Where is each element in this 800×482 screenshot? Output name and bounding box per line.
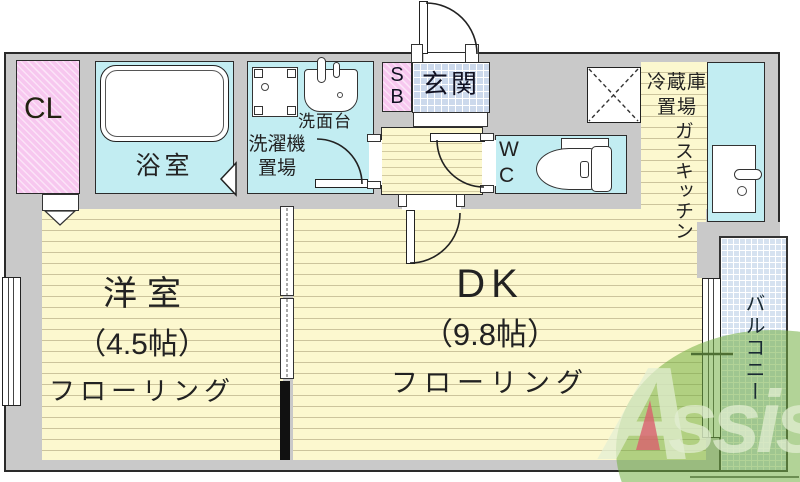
sliding-partition-panel-2 (280, 298, 294, 379)
shoebox-label: S B (390, 64, 404, 108)
kitchen-drain (737, 186, 747, 196)
shoebox (382, 62, 412, 112)
western-room-window (2, 277, 21, 406)
washbasin (304, 69, 358, 112)
washbasin-drain (337, 92, 343, 98)
washroom-doorway (369, 140, 382, 185)
sliding-partition-panel-1 (280, 206, 294, 296)
wc-door-leaf (430, 133, 485, 142)
refrigerator-space (587, 67, 641, 123)
balcony-label: バルコニー (742, 293, 764, 403)
closet-room (16, 60, 80, 194)
refrigerator-label: 冷蔵庫 置場 (646, 72, 707, 118)
dk-size: （9.8帖） (421, 317, 559, 352)
wc-label: W C (499, 138, 519, 188)
washbasin-tap (333, 62, 340, 78)
western-room (42, 209, 283, 460)
western-room-name: 洋室 (103, 275, 191, 313)
toilet-tank (591, 146, 612, 192)
bathtub (100, 65, 229, 142)
toilet-handle (580, 161, 589, 178)
dk-caption: DK （9.8帖） フローリング (340, 262, 640, 400)
closet-label: CL (24, 92, 63, 125)
western-room-size: （4.5帖） (76, 328, 208, 361)
wc-doorway (482, 140, 496, 186)
washing-machine (252, 67, 298, 117)
entrance-room (412, 62, 490, 113)
entrance-door-opening (424, 53, 466, 62)
washbasin-label: 洗面台 (298, 112, 352, 131)
gas-kitchen-label: ガスキッチン (671, 121, 693, 241)
entrance-label: 玄関 (421, 69, 480, 99)
bathroom-label: 浴室 (135, 152, 194, 180)
washroom-door-leaf (315, 179, 368, 188)
dk-name: DK (456, 262, 524, 306)
washbasin-faucet (317, 57, 326, 83)
kitchen-floor (641, 62, 707, 209)
washer-space-label: 洗濯機 置場 (248, 134, 306, 179)
kitchen-faucet (734, 169, 762, 180)
western-room-caption: 洋室 （4.5帖） フローリング (32, 266, 252, 408)
western-room-floor: フローリング (48, 376, 235, 406)
dk-doorway (402, 195, 461, 210)
dk-floor: フローリング (391, 368, 589, 398)
dk-door-leaf (406, 210, 415, 264)
balcony-window (702, 278, 721, 438)
entrance-step (413, 112, 488, 127)
closet-door (42, 194, 79, 211)
partition-wall (280, 381, 290, 460)
